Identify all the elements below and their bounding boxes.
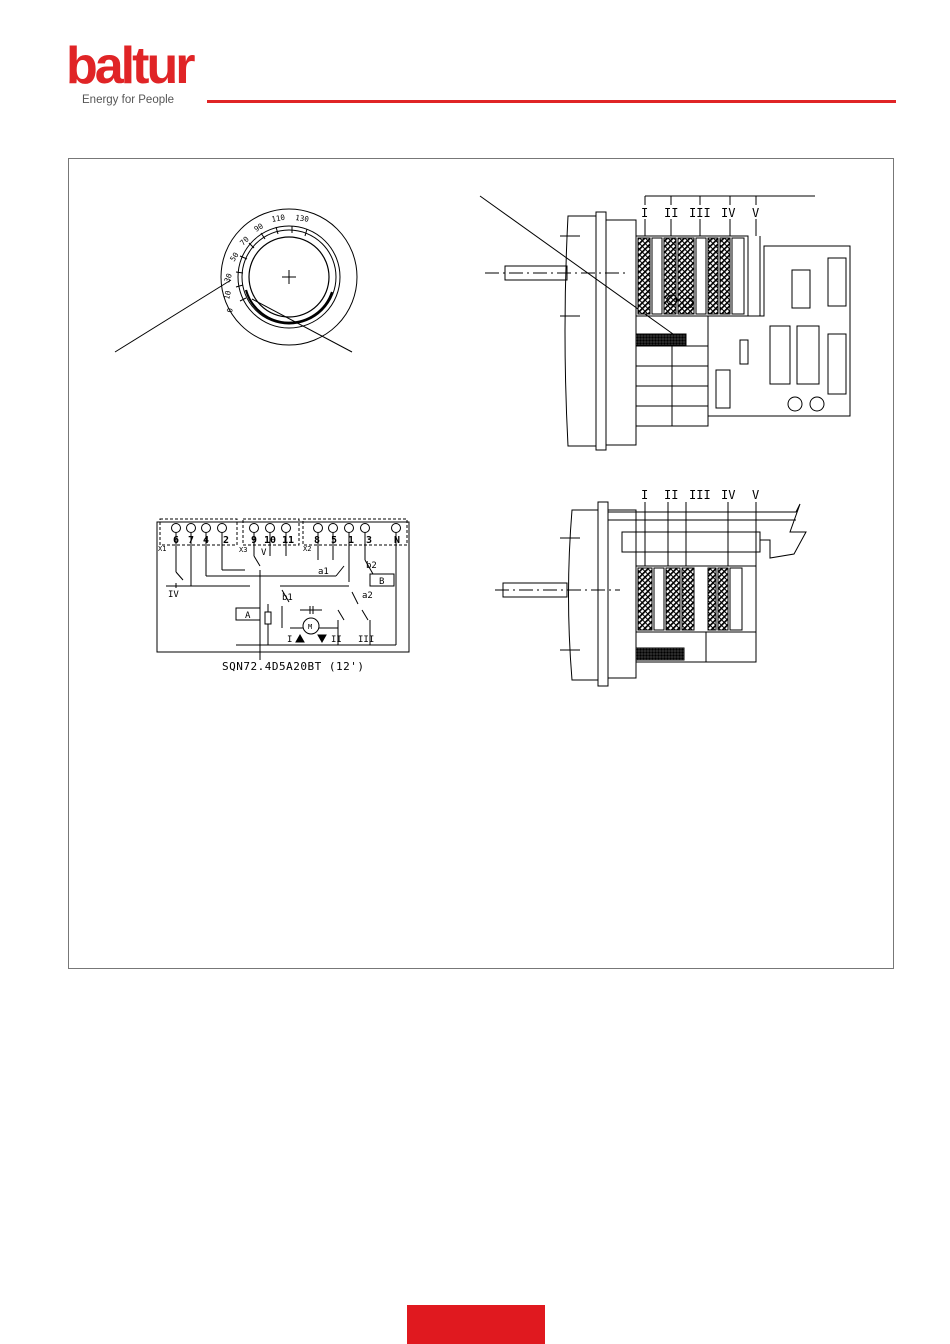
cam-label-top: V (752, 206, 759, 220)
cam-label-bottom: IV (721, 488, 735, 502)
dial-scale-label: 90 (253, 221, 266, 234)
switch-label: b2 (366, 561, 377, 571)
dial-scale-label: 0 (225, 307, 235, 313)
cam-label-wiring: II (331, 635, 342, 645)
motor-label: M (308, 623, 312, 631)
switch-label: a2 (362, 591, 373, 601)
terminal-label: 8 (314, 535, 320, 546)
wiring-caption: SQN72.4D5A20BT (12') (222, 660, 364, 673)
dial-scale-label: 110 (271, 213, 286, 224)
page-number-tab (407, 1305, 545, 1344)
relay-label: B (379, 577, 384, 587)
switch-label: b1 (282, 593, 293, 603)
switch-label: V (261, 548, 267, 558)
servomotor-top-view: I II III IV V (480, 196, 850, 450)
dial-scale-label: 10 (222, 289, 233, 300)
cam-label-top: IV (721, 206, 735, 220)
cam-label-top: III (689, 206, 711, 220)
cam-dial: 0 10 30 50 70 90 110 130 (115, 209, 357, 352)
cam-label-bottom: I (641, 488, 648, 502)
leader-line (115, 280, 231, 352)
cam-label-top: II (664, 206, 678, 220)
cam-label-wiring: I (287, 635, 292, 645)
cam-label-top: I (641, 206, 648, 220)
switch-label: a1 (318, 567, 329, 577)
terminal-label: 2 (223, 535, 229, 546)
servomotor-side-view: I II III IV V (495, 488, 806, 686)
block-label: X1 (158, 545, 166, 553)
switch-label: IV (168, 590, 179, 600)
terminal-label: 11 (282, 535, 294, 546)
block-label: X2 (303, 545, 311, 553)
cam-label-wiring: III (358, 635, 374, 645)
relay-label: A (245, 611, 251, 621)
cam-label-bottom: III (689, 488, 711, 502)
dial-scale-label: 50 (228, 250, 241, 263)
terminal-label: 3 (366, 535, 372, 546)
cam-label-bottom: II (664, 488, 678, 502)
block-label: X3 (239, 546, 247, 554)
cam-label-bottom: V (752, 488, 759, 502)
wiring-diagram: 6 7 4 2 9 10 11 8 5 1 3 N X1 X3 X2 (157, 519, 409, 660)
terminal-label: 5 (331, 535, 337, 546)
dial-scale-label: 130 (295, 213, 310, 224)
terminal-label-n: N (394, 535, 400, 546)
